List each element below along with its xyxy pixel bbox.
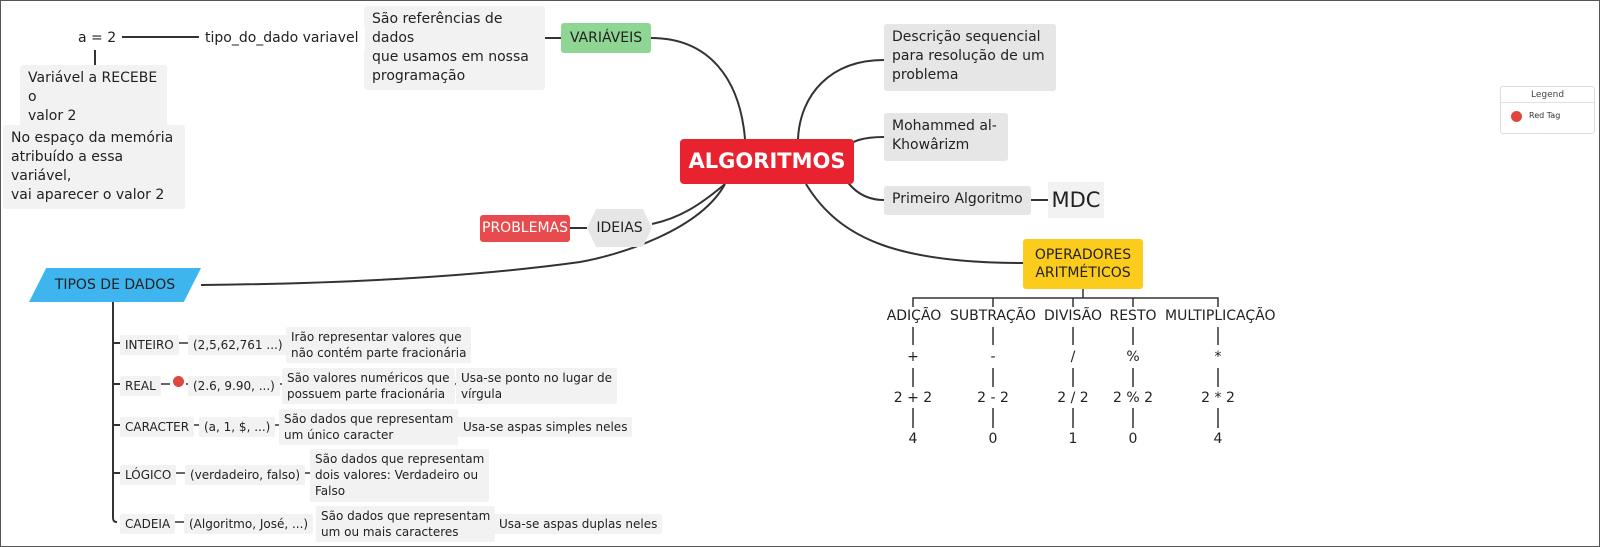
operator-example[interactable]: 2 * 2 xyxy=(1198,389,1238,408)
variaveis-syntax[interactable]: tipo_do_dado variavel xyxy=(199,27,365,50)
operator-result[interactable]: 0 xyxy=(983,430,1003,449)
tipo-logico[interactable]: LÓGICO xyxy=(120,465,177,486)
tipo-inteiro-examples[interactable]: (2,5,62,761 ...) xyxy=(188,335,288,356)
operator-result[interactable]: 4 xyxy=(1208,430,1228,449)
operator-example[interactable]: 2 - 2 xyxy=(973,389,1013,408)
operator-name[interactable]: RESTO xyxy=(1109,307,1157,326)
link-root-tipos xyxy=(200,183,726,286)
operator-symbol[interactable]: + xyxy=(903,348,923,367)
operator-name[interactable]: ADIÇÃO xyxy=(884,307,944,326)
variaveis-example[interactable]: a = 2 xyxy=(72,27,123,50)
topic-problemas[interactable]: PROBLEMAS xyxy=(480,215,570,242)
topic-ideias[interactable]: IDEIAS xyxy=(587,209,652,247)
legend-panel: Legend Red Tag xyxy=(1500,86,1595,134)
link-root-ideias xyxy=(651,183,726,225)
tipo-real-note[interactable]: Usa-se ponto no lugar de vírgula xyxy=(456,368,618,405)
tipo-cadeia-note[interactable]: Usa-se aspas duplas neles xyxy=(494,514,663,535)
legend-item-label: Red Tag xyxy=(1529,111,1561,120)
red-tag-icon xyxy=(1511,111,1522,122)
operator-name[interactable]: SUBTRAÇÃO xyxy=(949,307,1037,326)
topic-mohammed[interactable]: Mohammed al- Khowârizm xyxy=(884,113,1008,161)
tipo-inteiro-desc[interactable]: Irão representar valores que não contém … xyxy=(286,327,472,364)
link-root-variaveis xyxy=(650,37,746,140)
operator-example[interactable]: 2 + 2 xyxy=(893,389,933,408)
link-root-operadores xyxy=(805,183,1024,264)
tipo-cadeia-examples[interactable]: (Algoritmo, José, ...) xyxy=(184,514,314,535)
tipo-logico-desc[interactable]: São dados que representam dois valores: … xyxy=(310,449,490,502)
tipo-cadeia[interactable]: CADEIA xyxy=(120,514,176,535)
operator-symbol[interactable]: - xyxy=(983,348,1003,367)
operator-result[interactable]: 0 xyxy=(1123,430,1143,449)
operator-symbol[interactable]: % xyxy=(1123,348,1143,367)
tipo-caracter-note[interactable]: Usa-se aspas simples neles xyxy=(458,417,633,438)
operator-symbol[interactable]: * xyxy=(1208,348,1228,367)
topic-variaveis[interactable]: VARIÁVEIS xyxy=(561,23,651,53)
operator-name[interactable]: DIVISÃO xyxy=(1043,307,1103,326)
variaveis-explain-recebe[interactable]: Variável a RECEBE o valor 2 xyxy=(20,65,167,130)
root-topic[interactable]: ALGORITMOS xyxy=(680,139,854,184)
tipo-caracter-desc[interactable]: São dados que representam um único carac… xyxy=(279,409,459,446)
tipo-real-examples[interactable]: (2.6, 9.90, ...) xyxy=(188,376,280,397)
link-root-descricao xyxy=(797,59,885,140)
topic-descricao[interactable]: Descrição sequencial para resolução de u… xyxy=(884,24,1056,91)
operator-example[interactable]: 2 / 2 xyxy=(1053,389,1093,408)
operator-name[interactable]: MULTIPLICAÇÃO xyxy=(1165,307,1276,326)
tipo-real[interactable]: REAL xyxy=(120,376,161,397)
variaveis-explain-memoria[interactable]: No espaço da memória atribuído a essa va… xyxy=(3,125,185,209)
topic-mdc[interactable]: MDC xyxy=(1048,182,1104,218)
operator-symbol[interactable]: / xyxy=(1063,348,1083,367)
tipo-cadeia-desc[interactable]: São dados que representam um ou mais car… xyxy=(316,506,496,543)
topic-operadores[interactable]: OPERADORES ARITMÉTICOS xyxy=(1023,239,1143,289)
tipo-real-desc[interactable]: São valores numéricos que possuem parte … xyxy=(282,368,455,405)
tipo-caracter[interactable]: CARACTER xyxy=(120,417,195,438)
link-tipos-trunk xyxy=(112,302,118,523)
tipo-caracter-examples[interactable]: (a, 1, $, ...) xyxy=(199,417,276,438)
operator-result[interactable]: 1 xyxy=(1063,430,1083,449)
variaveis-description[interactable]: São referências de dados que usamos em n… xyxy=(364,6,545,90)
operator-result[interactable]: 4 xyxy=(903,430,923,449)
red-tag-marker xyxy=(173,376,184,387)
legend-title: Legend xyxy=(1501,90,1594,103)
topic-tipos-de-dados[interactable]: TIPOS DE DADOS xyxy=(29,268,201,302)
topic-primeiro-algoritmo[interactable]: Primeiro Algoritmo xyxy=(884,186,1031,215)
tipo-logico-examples[interactable]: (verdadeiro, falso) xyxy=(185,465,306,486)
tipo-inteiro[interactable]: INTEIRO xyxy=(120,335,179,356)
operator-example[interactable]: 2 % 2 xyxy=(1110,389,1156,408)
